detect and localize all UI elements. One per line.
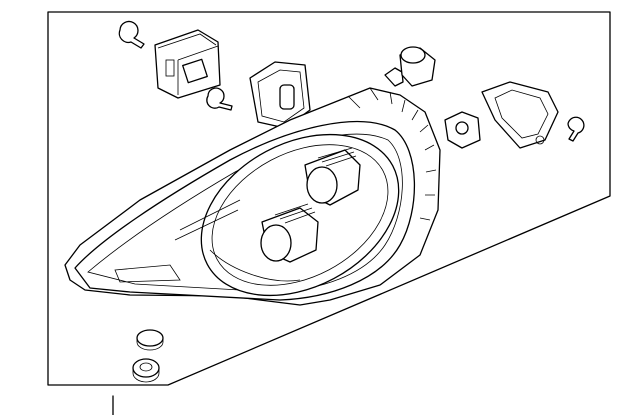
screw-part bbox=[206, 87, 233, 111]
leveling-motor-part bbox=[444, 111, 481, 149]
cover-cap-part bbox=[481, 81, 559, 149]
screw-part bbox=[118, 20, 145, 49]
grommet-part bbox=[136, 329, 164, 351]
bulb-part bbox=[384, 46, 436, 87]
headlamp-housing bbox=[64, 87, 441, 306]
bulb-socket-part bbox=[249, 61, 311, 129]
assembly-frame bbox=[47, 11, 611, 386]
screw-part bbox=[567, 116, 585, 142]
control-module-part bbox=[154, 29, 221, 99]
grommet-part bbox=[132, 358, 160, 383]
